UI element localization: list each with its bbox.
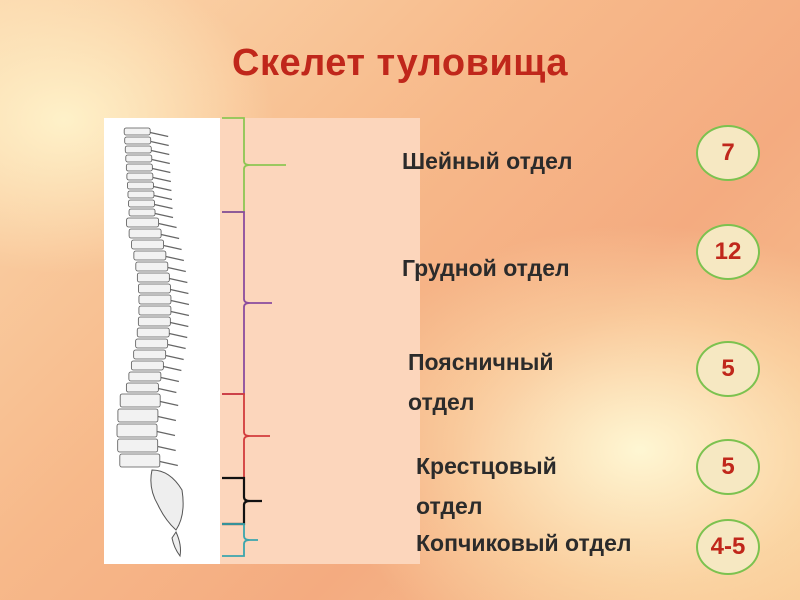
spinous-process-11 bbox=[160, 233, 180, 240]
vertebra-1 bbox=[124, 136, 152, 145]
spinous-process-13 bbox=[165, 255, 184, 262]
vertebra-5 bbox=[126, 172, 154, 181]
badge-lumbar-count: 5 bbox=[696, 341, 760, 397]
vertebra-20 bbox=[136, 327, 170, 338]
spinous-process-2 bbox=[151, 149, 170, 156]
spinous-process-5 bbox=[152, 176, 172, 183]
spinous-process-18 bbox=[170, 310, 190, 317]
vertebra-27 bbox=[117, 408, 159, 423]
vertebra-16 bbox=[138, 283, 171, 294]
spinous-process-9 bbox=[154, 212, 174, 219]
coccyx-shape bbox=[171, 530, 181, 558]
spinous-process-16 bbox=[170, 288, 189, 295]
vertebra-13 bbox=[133, 250, 167, 261]
vertebra-21 bbox=[135, 338, 169, 349]
vertebra-22 bbox=[133, 349, 167, 360]
vertebra-29 bbox=[117, 438, 159, 453]
vertebra-9 bbox=[128, 208, 156, 217]
vertebra-10 bbox=[126, 217, 159, 228]
spinous-process-1 bbox=[150, 140, 169, 147]
spinous-process-30 bbox=[159, 460, 178, 467]
bracket-4 bbox=[222, 523, 258, 557]
vertebra-19 bbox=[137, 316, 171, 327]
vertebra-17 bbox=[138, 294, 172, 305]
spinous-process-10 bbox=[158, 222, 177, 229]
vertebra-0 bbox=[123, 127, 151, 136]
vertebra-18 bbox=[138, 305, 172, 316]
spinous-process-20 bbox=[169, 332, 188, 339]
vertebra-24 bbox=[128, 371, 162, 382]
spinous-process-26 bbox=[160, 400, 179, 407]
spinous-process-17 bbox=[170, 299, 190, 306]
vertebra-26 bbox=[119, 393, 161, 408]
brackets-group bbox=[222, 117, 286, 557]
sacrum-shape bbox=[150, 469, 184, 531]
label-thoracic: Грудной отдел bbox=[402, 255, 570, 281]
spinous-process-0 bbox=[150, 131, 169, 138]
bracket-1 bbox=[222, 211, 272, 395]
vertebra-8 bbox=[128, 199, 155, 208]
vertebra-4 bbox=[125, 163, 153, 172]
spinous-process-4 bbox=[152, 167, 171, 174]
label-lumbar: Поясничный отдел bbox=[408, 349, 554, 415]
vertebra-7 bbox=[127, 190, 155, 199]
spinous-process-22 bbox=[165, 354, 184, 361]
spinous-process-14 bbox=[167, 266, 186, 273]
vertebra-2 bbox=[124, 145, 152, 154]
vertebra-15 bbox=[136, 272, 170, 283]
vertebra-28 bbox=[116, 423, 158, 438]
vertebra-12 bbox=[131, 239, 164, 250]
spinous-process-29 bbox=[157, 445, 176, 452]
badge-thoracic-count: 12 bbox=[696, 224, 760, 280]
bracket-3 bbox=[222, 476, 262, 526]
spinous-process-7 bbox=[153, 194, 173, 201]
vertebra-25 bbox=[125, 382, 159, 393]
bracket-2 bbox=[222, 393, 270, 479]
spinous-process-15 bbox=[169, 277, 188, 284]
bracket-0 bbox=[222, 117, 286, 213]
vertebra-23 bbox=[130, 360, 164, 371]
spinous-process-28 bbox=[156, 430, 176, 437]
label-coccygeal: Копчиковый отдел bbox=[416, 530, 632, 556]
spinous-process-3 bbox=[151, 158, 170, 165]
spinous-process-25 bbox=[158, 387, 177, 394]
page-title: Скелет туловища bbox=[232, 42, 568, 84]
vertebra-14 bbox=[135, 261, 169, 272]
spinous-process-24 bbox=[160, 376, 180, 383]
vertebra-3 bbox=[125, 154, 153, 163]
vertebrae-group bbox=[116, 127, 190, 558]
spinous-process-19 bbox=[170, 321, 189, 328]
vertebra-30 bbox=[119, 453, 161, 468]
vertebra-6 bbox=[127, 181, 154, 190]
badge-coccygeal-count: 4-5 bbox=[696, 519, 760, 575]
spinous-process-23 bbox=[163, 365, 182, 372]
spinous-process-12 bbox=[163, 244, 182, 251]
vertebra-11 bbox=[128, 228, 162, 239]
label-cervical: Шейный отдел bbox=[402, 148, 573, 174]
spinous-process-8 bbox=[154, 203, 173, 210]
spinous-process-21 bbox=[167, 343, 186, 350]
spinous-process-6 bbox=[153, 185, 172, 192]
badge-cervical-count: 7 bbox=[696, 125, 760, 181]
label-sacral: Крестцовый отдел bbox=[416, 453, 557, 519]
spinous-process-27 bbox=[157, 415, 177, 422]
badge-sacral-count: 5 bbox=[696, 439, 760, 495]
